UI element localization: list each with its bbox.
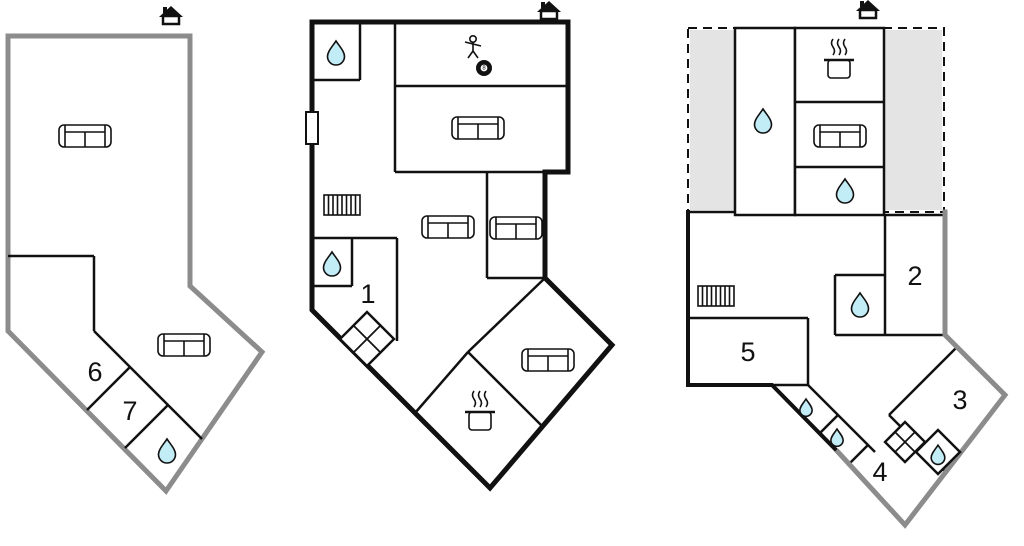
right-floor-plan: 2 3 4 5 (686, 0, 1009, 529)
terrace-area (690, 30, 735, 210)
radiator-icon (697, 285, 735, 307)
sofa-icon (489, 216, 543, 240)
outer-wall (5, 33, 266, 495)
radiator-icon (323, 194, 361, 216)
interior-walls (688, 100, 958, 473)
sofa-icon (157, 333, 211, 357)
water-drop-icon (850, 292, 870, 318)
room-label-2: 2 (907, 261, 922, 291)
water-drop-icon (799, 398, 813, 417)
sofa-icon (451, 116, 505, 140)
home-icon (854, 0, 882, 20)
home-icon (157, 4, 185, 26)
terrace-area (884, 30, 942, 210)
billiard-ball-number: 8 (482, 66, 486, 72)
room-label-1: 1 (360, 279, 375, 309)
sofa-icon (813, 124, 867, 148)
room-label-7: 7 (122, 396, 137, 426)
sofa-icon (521, 348, 575, 372)
room-label-3: 3 (952, 385, 967, 415)
left-floor-plan: 6 7 (5, 4, 266, 495)
outer-wall (309, 19, 616, 492)
billiard-ball-icon: 8 (476, 60, 492, 76)
outer-wall (686, 210, 841, 455)
interior-walls (312, 22, 568, 427)
entrance-door-icon (305, 111, 319, 145)
room-label-4: 4 (872, 457, 887, 487)
room-label-5: 5 (740, 337, 755, 367)
sofa-icon (421, 215, 475, 239)
water-drop-icon (830, 428, 844, 447)
outer-wall (834, 209, 1009, 529)
middle-floor-plan: 8 1 (305, 0, 616, 492)
interior-walls (8, 254, 203, 449)
home-icon (535, 0, 563, 21)
sofa-icon (58, 124, 112, 148)
room-label-6: 6 (87, 357, 102, 387)
